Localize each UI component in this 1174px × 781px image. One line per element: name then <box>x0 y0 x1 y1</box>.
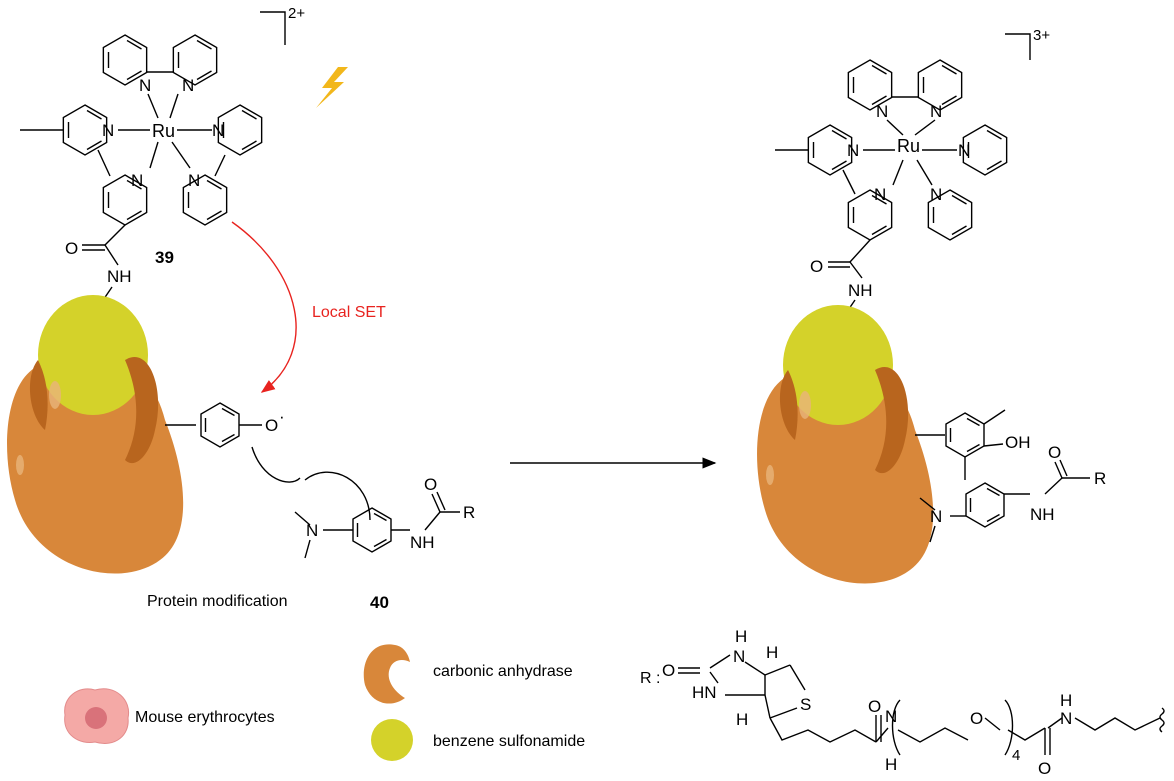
r-group: R <box>463 503 475 522</box>
sulfonamide-icon <box>371 719 413 761</box>
n-atom: N <box>885 707 897 726</box>
protein-right <box>757 305 934 584</box>
r-prefix: R : <box>640 670 660 687</box>
compound-40: N NH O R 40 <box>294 475 475 612</box>
n-atom: N <box>930 507 942 526</box>
subscript-4: 4 <box>1012 747 1020 764</box>
phenol-ring <box>945 412 985 458</box>
compound-number: 40 <box>370 593 389 612</box>
o-atom: O <box>265 416 278 435</box>
lightning-icon <box>316 67 348 108</box>
radical-dot: · <box>279 407 285 426</box>
o-atom: O <box>970 709 983 728</box>
n-atom: N <box>847 141 859 160</box>
hn-atom: HN <box>692 683 717 702</box>
oh-group: OH <box>1005 433 1031 452</box>
local-set-label: Local SET <box>312 304 386 321</box>
protein-modification-label: Protein modification <box>147 593 288 610</box>
h-atom: H <box>735 627 747 646</box>
charge-label: 3+ <box>1033 27 1050 44</box>
nh-atom: NH <box>1030 505 1055 524</box>
o-atom: O <box>868 697 881 716</box>
n-atom: N <box>930 102 942 121</box>
h-atom: H <box>1060 691 1072 710</box>
n-atom: N <box>874 185 886 204</box>
pyridine-ring <box>172 34 218 86</box>
anhydrase-icon <box>363 644 410 704</box>
h-atom: H <box>736 710 748 729</box>
pyridine-ring <box>217 104 263 156</box>
set-arrow <box>231 221 297 393</box>
r-group-structure: R : O N H HN H H S O N H O 4 <box>640 627 1165 778</box>
nh-atom: N <box>733 647 745 666</box>
n-atom: N <box>876 102 888 121</box>
n-atom: N <box>139 76 151 95</box>
nh-atom: NH <box>848 281 873 300</box>
ru-atom: Ru <box>897 136 920 156</box>
legend-erythrocytes: Mouse erythrocytes <box>135 709 275 726</box>
o-atom: O <box>1038 759 1051 778</box>
ru-atom: Ru <box>152 121 175 141</box>
n-atom: N <box>212 121 224 140</box>
coupling-arrow <box>251 446 301 483</box>
n-atom: N <box>131 171 143 190</box>
wavy-bond <box>1159 707 1165 733</box>
n-atom: N <box>102 121 114 140</box>
h-atom: H <box>766 643 778 662</box>
legend-anhydrase: carbonic anhydrase <box>433 663 573 680</box>
n-atom: N <box>182 76 194 95</box>
ru-complex-product: N N N Ru N N N O NH 3+ <box>775 27 1050 323</box>
s-atom: S <box>800 695 811 714</box>
compound-number: 39 <box>155 248 174 267</box>
nh-atom: NH <box>107 267 132 286</box>
legend-sulfonamide: benzene sulfonamide <box>433 733 585 750</box>
o-atom: O <box>65 239 78 258</box>
o-atom: O <box>424 475 437 494</box>
o-atom: O <box>1048 443 1061 462</box>
r-group: R <box>1094 469 1106 488</box>
protein-left <box>7 295 184 574</box>
charge-label: 2+ <box>288 5 305 22</box>
n-atom: N <box>188 171 200 190</box>
phenoxyl-ring <box>200 402 240 448</box>
o-atom: O <box>662 661 675 680</box>
h-atom: H <box>885 755 897 774</box>
o-atom: O <box>810 257 823 276</box>
ru-complex-39: N N N Ru N N N O NH 2+ 39 <box>20 5 305 313</box>
n-atom: N <box>930 185 942 204</box>
nh-atom: NH <box>410 533 435 552</box>
pyridine-ring <box>62 104 108 156</box>
aniline-ring <box>965 482 1005 528</box>
erythrocyte-icon <box>64 688 130 744</box>
n-atom: N <box>306 521 318 540</box>
n-atom: N <box>1060 709 1072 728</box>
legend: Mouse erythrocytes carbonic anhydrase be… <box>64 644 585 761</box>
n-atom: N <box>958 141 970 160</box>
